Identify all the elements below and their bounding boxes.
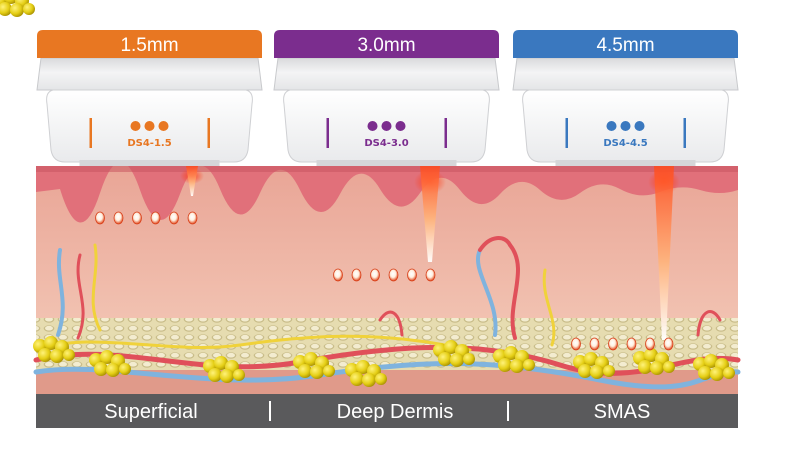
model-label: DS4-1.5 (127, 138, 171, 149)
transducer-tip (316, 160, 457, 166)
focal-point (663, 337, 674, 351)
transducer-tip (79, 160, 220, 166)
focal-point (407, 268, 417, 282)
indicator-dot (395, 121, 406, 131)
fat-lobules (0, 0, 735, 387)
indicator-dot (381, 121, 392, 131)
layer-label-smas: SMAS (594, 401, 651, 423)
focal-point (608, 337, 618, 351)
layer-label-deep-dermis: Deep Dermis (337, 401, 454, 423)
focal-point (645, 337, 655, 351)
transducer-tip (555, 160, 696, 166)
indicator-dot (130, 121, 141, 131)
bracket-left (89, 118, 92, 148)
transducer-cap (512, 57, 739, 91)
focal-point (571, 337, 581, 351)
focal-point (150, 211, 161, 225)
depth-tab (274, 30, 499, 58)
layer-label-bar: Superficial Deep Dermis SMAS (36, 394, 738, 428)
focal-points (95, 211, 674, 351)
focal-point (370, 268, 380, 282)
beam-4-5mm (654, 166, 674, 340)
indicator-dot (634, 121, 645, 131)
model-label: DS4-4.5 (603, 138, 647, 149)
epidermis-layer (36, 161, 738, 223)
depth-tab (513, 30, 738, 58)
depth-label: 1.5mm (120, 35, 178, 56)
beam-3-0mm (420, 166, 440, 262)
transducer-cap (273, 57, 500, 91)
indicator-dot (620, 121, 631, 131)
divider-2 (507, 401, 509, 421)
focal-point (351, 268, 362, 282)
focal-beams (180, 166, 680, 340)
depth-tab (37, 30, 262, 58)
bracket-right (683, 118, 686, 148)
indicator-dot (158, 121, 169, 131)
focal-point (589, 337, 600, 351)
focal-point (95, 211, 105, 225)
focal-point (388, 268, 399, 282)
focal-row-4-5mm (571, 337, 674, 351)
divider-1 (269, 401, 271, 421)
focal-point (425, 268, 436, 282)
focal-point (626, 337, 637, 351)
bracket-right (444, 118, 447, 148)
transducer-cap (36, 57, 263, 91)
indicator-dot (144, 121, 155, 131)
depth-label: 4.5mm (596, 35, 654, 56)
focal-point (187, 211, 198, 225)
focal-point (113, 211, 124, 225)
bracket-left (326, 118, 329, 148)
indicator-dot (367, 121, 378, 131)
bracket-left (565, 118, 568, 148)
beam-1-5mm (186, 166, 198, 196)
focal-point (333, 268, 343, 282)
model-label: DS4-3.0 (364, 138, 408, 149)
focal-row-3-0mm (333, 268, 436, 282)
focal-point (169, 211, 179, 225)
indicator-dot (606, 121, 617, 131)
depth-label: 3.0mm (357, 35, 415, 56)
focal-row-1-5mm (95, 211, 198, 225)
layer-label-superficial: Superficial (104, 401, 197, 423)
skin-cross-section (0, 0, 741, 396)
focal-point (132, 211, 142, 225)
bracket-right (207, 118, 210, 148)
